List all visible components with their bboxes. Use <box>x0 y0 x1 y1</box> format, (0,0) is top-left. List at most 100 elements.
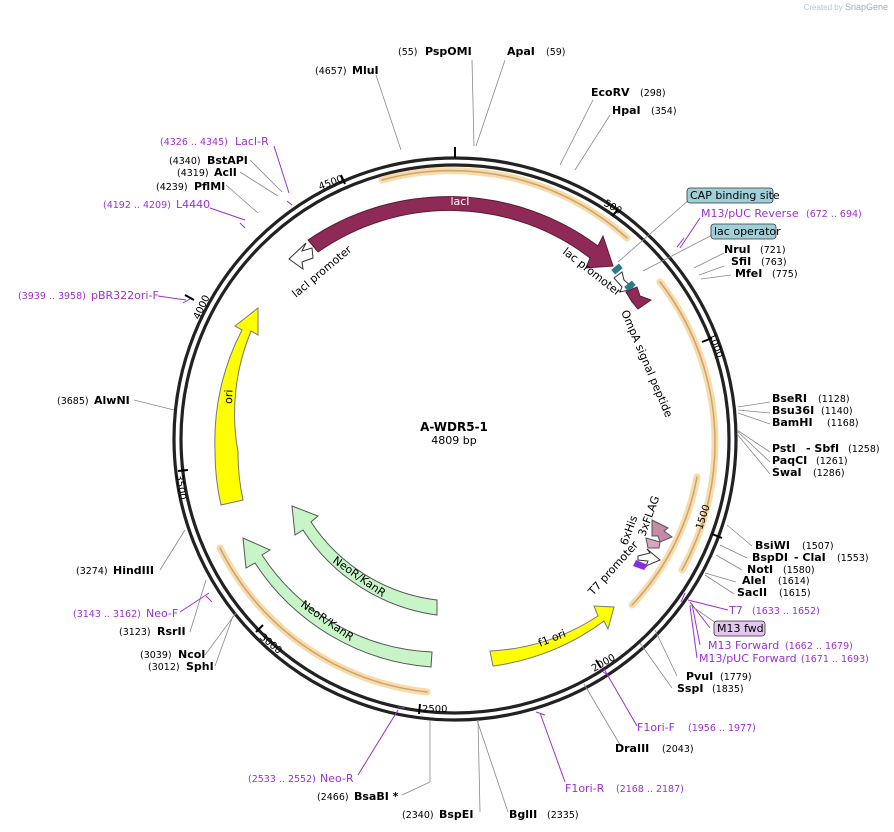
site-nrui: NruI <box>724 243 751 256</box>
primer-pos-l4440: (4192 .. 4209) <box>103 200 171 211</box>
feature-6xhis[interactable] <box>645 537 661 549</box>
site-pos-sphi: (3012) <box>148 662 180 673</box>
feature-neor-kanr-2[interactable] <box>242 537 433 668</box>
site-pos-pspomi: (55) <box>398 47 418 58</box>
site-alwni: AlwNI <box>94 394 130 407</box>
tick-label-3500: 3500 <box>173 474 187 501</box>
site-pos-bseri: (1128) <box>818 394 850 405</box>
site-bstapi: BstAPI <box>207 154 248 167</box>
site-ncoi: NcoI <box>178 648 205 661</box>
primers: (4326 .. 4345) LacI-R (4192 .. 4209) L44… <box>18 135 869 795</box>
site-pos-paqci: (1261) <box>816 456 848 467</box>
site-pos-bsabi: (2466) <box>317 792 349 803</box>
site-pos-ecorv: (298) <box>640 88 666 99</box>
m13-fwd-label: M13 fwd <box>717 622 764 635</box>
site-bspei: BspEI <box>439 808 473 821</box>
site-pos-ncoi: (3039) <box>140 650 172 661</box>
primer-m13-puc-forward: M13/pUC Forward <box>699 652 797 665</box>
primer-f1ori-f: F1ori-F <box>637 721 675 734</box>
feature-ori-label: ori <box>222 389 235 404</box>
cap-site-mark <box>611 263 623 275</box>
feature-ompa-label: OmpA signal peptide <box>618 308 675 419</box>
orf-highlights <box>216 167 719 696</box>
site-leaders <box>133 59 771 813</box>
feature-f1-ori[interactable] <box>489 605 615 667</box>
plasmid-name: A-WDR5-1 <box>420 420 488 434</box>
site-pos-swai: (1286) <box>813 468 845 479</box>
site-bamhi: BamHI <box>772 416 813 429</box>
site-pos-rsrii: (3123) <box>119 627 151 638</box>
primer-pos-laci-r: (4326 .. 4345) <box>160 137 228 148</box>
primer-f1ori-r: F1ori-R <box>565 782 605 795</box>
primer-m13-puc-reverse: M13/pUC Reverse <box>701 207 799 220</box>
feature-laci[interactable] <box>307 196 614 269</box>
site-sbfi: - SbfI <box>806 442 839 455</box>
feature-neor-kanr-1-label: NeoR/KanR <box>330 554 388 600</box>
lac-operator-box[interactable] <box>710 223 777 240</box>
site-clai: - ClaI <box>794 551 826 564</box>
primer-leaders <box>157 145 729 783</box>
site-pos-alwni: (3685) <box>57 396 89 407</box>
feature-t7-promoter-label: T7 promoter <box>585 538 641 599</box>
feature-ompa[interactable] <box>625 286 653 310</box>
site-pos-bsiwi: (1507) <box>802 541 834 552</box>
site-pos-sfii: (763) <box>761 257 787 268</box>
watermark-brand: SnapGene <box>844 2 888 12</box>
site-bseri: BseRI <box>772 392 807 405</box>
tick-label-2500: 2500 <box>422 704 447 715</box>
feature-3xflag[interactable] <box>651 519 673 543</box>
site-apai: ApaI <box>507 45 535 58</box>
site-bsu36i: Bsu36I <box>772 404 814 417</box>
primer-pos-f1ori-r: (2168 .. 2187) <box>616 784 684 795</box>
site-pos-noti: (1580) <box>783 565 815 576</box>
feature-neor-kanr-2-label: NeoR/KanR <box>298 598 356 644</box>
restriction-sites: (55) PspOMI ApaI (59) (4657) MluI EcoRV … <box>57 45 880 821</box>
tick-label-1500: 1500 <box>694 503 712 531</box>
boxed-feature-labels: CAP binding site lac operator M13 fwd <box>617 187 781 637</box>
site-ecorv: EcoRV <box>591 86 630 99</box>
lac-operator-label: lac operator <box>714 225 781 238</box>
site-pos-alei: (1614) <box>778 576 810 587</box>
feature-t7-promoter[interactable] <box>637 548 661 567</box>
site-pspomi: PspOMI <box>425 45 472 58</box>
primer-pos-f1ori-f: (1956 .. 1977) <box>688 723 756 734</box>
primer-m13-forward: M13 Forward <box>708 639 779 652</box>
primer-l4440: L4440 <box>176 198 210 211</box>
site-psti: PstI <box>772 442 796 455</box>
site-bsiwi: BsiWI <box>755 539 790 552</box>
m13-fwd-box[interactable] <box>713 620 766 637</box>
site-acli: AclI <box>214 166 237 179</box>
t7-marker <box>633 560 648 570</box>
primer-t7: T7 <box>728 604 743 617</box>
site-sacii: SacII <box>737 586 767 599</box>
primer-neo-r: Neo-R <box>320 772 354 785</box>
cap-binding-site-box[interactable] <box>686 187 774 204</box>
primer-pos-m13-puc-reverse: (672 .. 694) <box>806 209 862 220</box>
site-pos-sacii: (1615) <box>779 588 811 599</box>
feature-neor-kanr-1[interactable] <box>291 505 438 616</box>
primer-pos-neo-r: (2533 .. 2552) <box>248 774 316 785</box>
site-swai: SwaI <box>772 466 802 479</box>
primer-pos-neo-f: (3143 .. 3162) <box>73 609 141 620</box>
primer-laci-r: LacI-R <box>235 135 269 148</box>
site-pos-psti: (1258) <box>848 444 880 455</box>
site-pos-nrui: (721) <box>760 245 786 256</box>
feature-laci-label: lacI <box>450 195 469 208</box>
site-bsabi: BsaBI * <box>354 790 399 803</box>
site-pos-apai: (59) <box>546 47 566 58</box>
site-mlui: MluI <box>352 64 379 77</box>
site-pos-bstapi: (4340) <box>169 156 201 167</box>
site-pos-bglii: (2335) <box>547 810 579 821</box>
primer-pos-pbr322ori-f: (3939 .. 3958) <box>18 291 86 302</box>
site-pos-acli: (4319) <box>177 168 209 179</box>
feature-laci-promoter[interactable] <box>288 242 314 271</box>
tick-marks <box>177 147 723 715</box>
site-pos-bspei: (2340) <box>402 810 434 821</box>
site-bglii: BglII <box>509 808 537 821</box>
site-alei: AleI <box>742 574 766 587</box>
feature-ori[interactable] <box>214 306 259 506</box>
site-draiii: DraIII <box>615 742 649 755</box>
primer-pos-t7: (1633 .. 1652) <box>752 606 820 617</box>
primer-pos-m13-forward: (1662 .. 1679) <box>785 641 853 652</box>
